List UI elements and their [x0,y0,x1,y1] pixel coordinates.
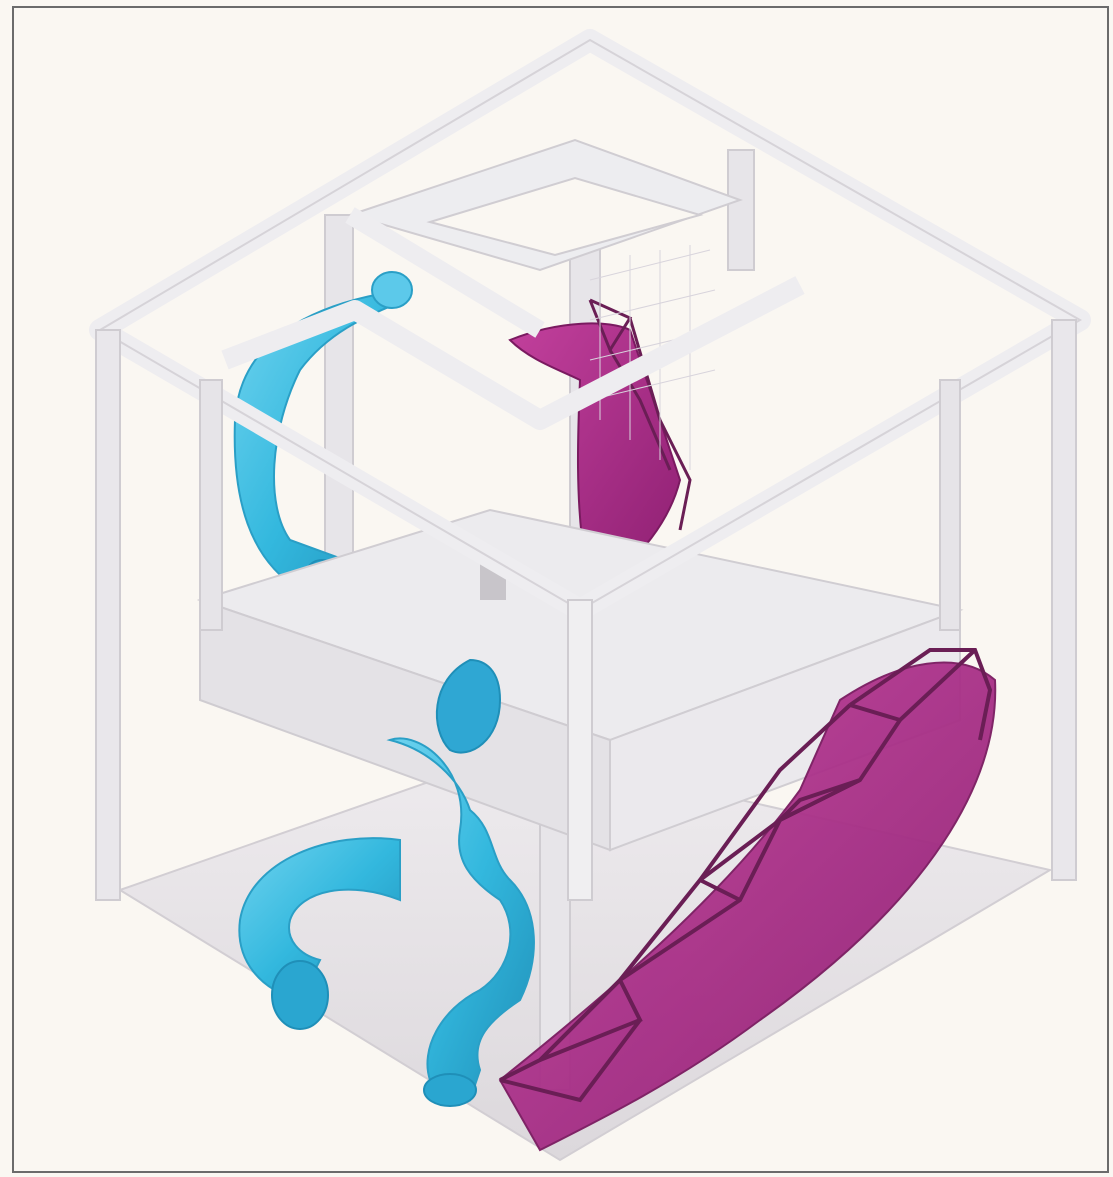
isometric-structure-diagram [0,0,1113,1177]
